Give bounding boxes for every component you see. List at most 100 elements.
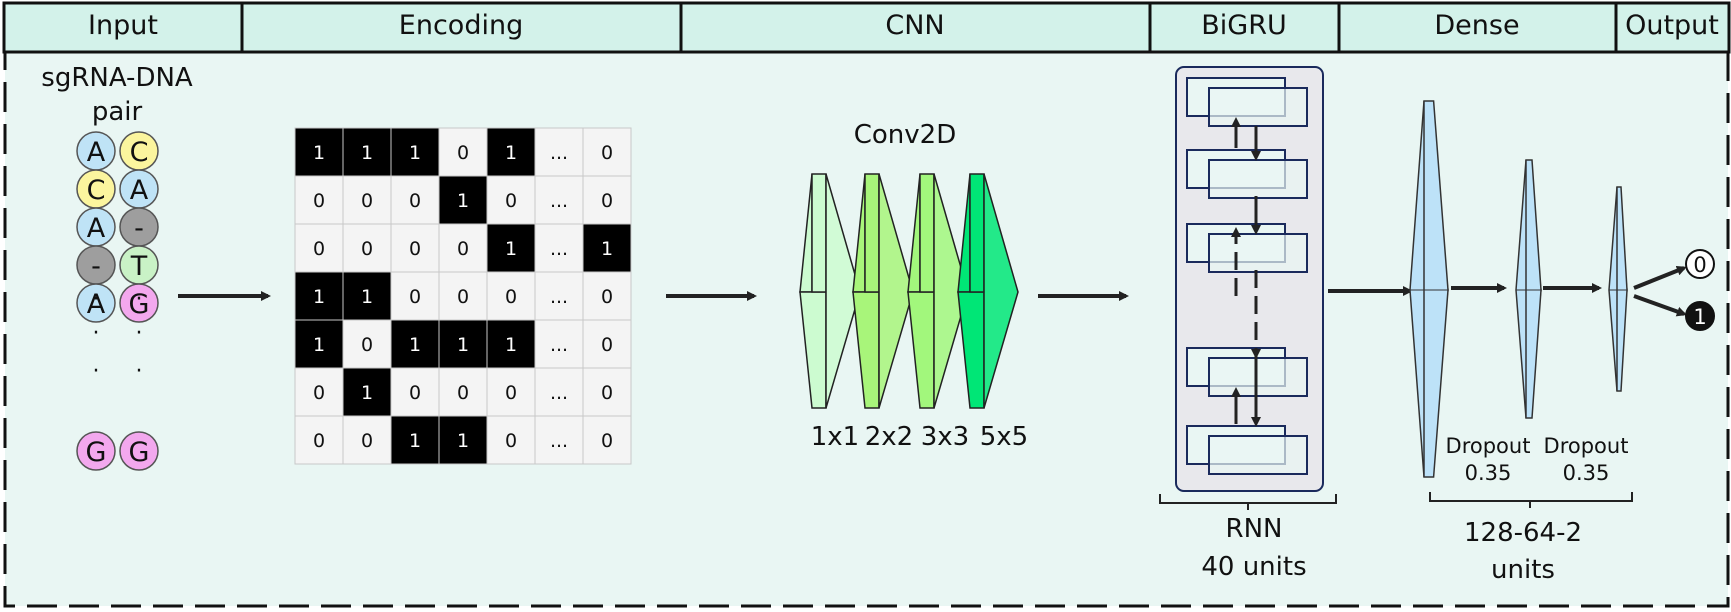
dense-units-line2: units (1491, 555, 1555, 585)
bigru-label-line1: RNN (1226, 514, 1283, 544)
arrow-to-output-0 (1633, 265, 1687, 290)
nucleotide-sgrna-3-letter: - (91, 251, 101, 282)
matrix-cell-value: 0 (601, 286, 613, 308)
matrix-cell-value: 0 (361, 238, 373, 260)
dropout-value-2: 0.35 (1563, 461, 1610, 485)
nucleotide-dna-2-letter: - (134, 213, 144, 244)
matrix-cell-value: 1 (361, 286, 373, 308)
matrix-cell (582, 271, 632, 321)
matrix-cell-value: 1 (505, 238, 517, 260)
kernel-label-4: 5x5 (980, 422, 1028, 452)
matrix-cell-value: 0 (313, 238, 325, 260)
matrix-cell-value: 1 (505, 142, 517, 164)
matrix-cell-value: 0 (505, 430, 517, 452)
nucleotide-sgrna-last-circle (76, 431, 116, 471)
nucleotide-dna-0-letter: C (130, 137, 149, 168)
matrix-cell (390, 223, 440, 273)
nucleotide-sgrna-2-letter: A (87, 213, 106, 244)
dense-layer-3 (1608, 186, 1628, 392)
conv-layer-3x3 (907, 173, 969, 409)
kernel-label-1: 1x1 (811, 422, 859, 452)
dots-right-1: · (136, 321, 143, 346)
matrix-cell-value: 1 (361, 382, 373, 404)
matrix-cell (438, 415, 488, 465)
matrix-cell-value: 1 (313, 142, 325, 164)
matrix-cell (534, 223, 584, 273)
dense-section: Dropout 0.35 Dropout 0.35 128-64-2 units (1409, 100, 1633, 585)
gru-cell-4 (1186, 347, 1308, 397)
matrix-cell (342, 367, 392, 417)
matrix-cell-value: 0 (457, 286, 469, 308)
matrix-cell-value: 0 (601, 430, 613, 452)
matrix-cell (534, 319, 584, 369)
matrix-cell-value: 1 (409, 334, 421, 356)
dots-left-2: · (93, 359, 100, 384)
matrix-cell (534, 271, 584, 321)
cnn-section: Conv2D 1x1 2x2 3x3 5x5 (799, 120, 1028, 452)
output-node-1-label: 1 (1693, 305, 1706, 329)
matrix-cell-value: 0 (361, 334, 373, 356)
gru-cell-1 (1186, 77, 1308, 127)
cnn-title: Conv2D (854, 120, 957, 150)
matrix-cell (294, 223, 344, 273)
nucleotide-sgrna-1-letter: C (87, 175, 106, 206)
matrix-cell (390, 319, 440, 369)
output-section: 0 1 (1633, 249, 1715, 331)
matrix-cell (486, 223, 536, 273)
header-bar: Input Encoding CNN BiGRU Dense Output (2, 1, 1731, 54)
matrix-cell-value: 1 (457, 334, 469, 356)
output-node-0-label: 0 (1693, 253, 1706, 277)
matrix-cell-value: 0 (601, 382, 613, 404)
matrix-cell-value: 0 (505, 382, 517, 404)
nucleotide-dna-4-letter: G (129, 289, 150, 320)
nucleotide-dna-1-letter: A (130, 175, 149, 206)
dense-layer-2 (1515, 159, 1542, 419)
matrix-cell (294, 271, 344, 321)
matrix-cell-value: 0 (457, 142, 469, 164)
matrix-cell-value: 1 (457, 190, 469, 212)
matrix-cell-value: 1 (505, 334, 517, 356)
dense-layers (1409, 100, 1628, 478)
dropout-label-1: Dropout (1446, 434, 1531, 458)
input-title-line2: pair (92, 97, 143, 127)
matrix-cell (390, 175, 440, 225)
matrix-cell-value: 1 (457, 430, 469, 452)
matrix-cell-value: 0 (409, 382, 421, 404)
matrix-cell (486, 319, 536, 369)
matrix-cell (294, 319, 344, 369)
matrix-cell (534, 367, 584, 417)
matrix-cell-value: ... (550, 286, 568, 308)
input-title-line1: sgRNA-DNA (41, 63, 193, 93)
bigru-label-line2: 40 units (1201, 552, 1306, 582)
matrix-cell (342, 223, 392, 273)
conv-layers (799, 173, 1019, 409)
dropout-value-1: 0.35 (1465, 461, 1512, 485)
matrix-cell-value: 0 (313, 382, 325, 404)
conv-layer-5x5 (957, 173, 1019, 409)
conv-layer-2x2 (852, 173, 914, 409)
nucleotide-dna-3-letter: T (130, 251, 148, 282)
bigru-section: RNN 40 units (1159, 66, 1337, 582)
matrix-cell-value: 0 (505, 190, 517, 212)
matrix-cell (486, 415, 536, 465)
nucleotide-sgrna-4-circle (76, 283, 116, 323)
matrix-cell-value: 0 (409, 286, 421, 308)
arrow-to-output-1 (1633, 294, 1687, 317)
header-output: Output (1625, 10, 1719, 41)
matrix-cell (438, 175, 488, 225)
matrix-cell (582, 415, 632, 465)
header-background (2, 1, 1731, 54)
matrix-cell (390, 367, 440, 417)
matrix-cell-value: 0 (457, 238, 469, 260)
gru-cell-5 (1186, 425, 1308, 475)
header-encoding: Encoding (399, 10, 523, 41)
matrix-cell (582, 127, 632, 177)
gru-cells (1186, 77, 1308, 475)
matrix-cell-value: ... (550, 142, 568, 164)
output-node-1 (1685, 301, 1715, 331)
nucleotide-dna-last-letter: G (129, 437, 150, 468)
